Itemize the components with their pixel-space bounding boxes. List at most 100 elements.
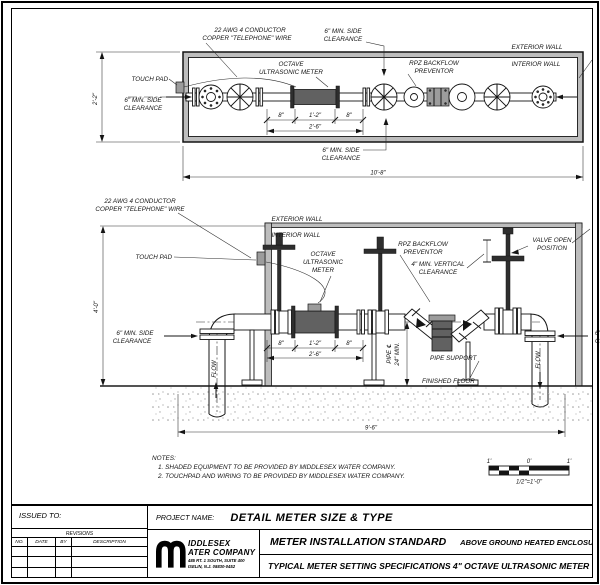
company-name-line1: IDDLESEX xyxy=(188,538,231,548)
svg-text:POSITION: POSITION xyxy=(537,245,568,252)
svg-text:COPPER "TELEPHONE" WIRE: COPPER "TELEPHONE" WIRE xyxy=(202,35,292,42)
svg-text:CLEARANCE: CLEARANCE xyxy=(322,155,361,162)
elev-gate-valve-1 xyxy=(262,232,296,335)
drawing-title: METER INSTALLATION STANDARD xyxy=(270,536,447,548)
plan-depth-dim: 2'-2" xyxy=(93,92,99,106)
col-description: DESCRIPTION xyxy=(93,540,126,545)
title-block-left: ISSUED TO: REVISIONS NO. DATE BY DESCRIP… xyxy=(12,506,148,577)
elev-telephone-wire xyxy=(265,261,326,304)
svg-text:CLEARANCE: CLEARANCE xyxy=(419,269,458,276)
plan-dim-meter: 1'-2" xyxy=(309,113,322,119)
scale-ratio: 1/2"=1'-0" xyxy=(516,480,543,486)
elev-dim-8-right: 8" xyxy=(346,341,352,347)
plan-exterior-wall-label: EXTERIOR WALL xyxy=(512,44,563,51)
issued-to-label: ISSUED TO: xyxy=(12,506,147,529)
plan-dim-total: 10'-8" xyxy=(370,171,386,177)
col-date: DATE xyxy=(28,538,56,546)
revision-row xyxy=(12,557,147,568)
scale-tick-mid: 0' xyxy=(527,459,532,465)
elev-touch-pad-label: TOUCH PAD xyxy=(135,254,172,261)
svg-text:PREVENTOR: PREVENTOR xyxy=(403,249,443,256)
elev-dim-8-left: 8" xyxy=(278,341,284,347)
scale-tick-right: 1' xyxy=(567,459,572,465)
elev-dim-meter-overall: 2'-6" xyxy=(308,352,322,358)
svg-text:ULTRASONIC METER: ULTRASONIC METER xyxy=(259,69,323,76)
plan-clearance-bottom: 6" MIN. SIDE xyxy=(322,147,360,154)
elev-concrete xyxy=(150,387,592,423)
drawing-spec-row: TYPICAL METER SETTING SPECIFICATIONS 4" … xyxy=(260,555,592,577)
plan-clearance-left: 6" MIN. SIDE xyxy=(124,97,162,104)
company-cell: IDDLESEX ATER COMPANY 485 RT. 1 SOUTH, S… xyxy=(148,530,260,577)
elev-height-dim: 4'-0" xyxy=(94,300,100,313)
revisions-header: REVISIONS xyxy=(12,529,147,538)
plan-telephone-wire xyxy=(183,77,297,88)
svg-text:PREVENTOR: PREVENTOR xyxy=(414,68,454,75)
note-1: 1. SHADED EQUIPMENT TO BE PROVIDED BY MI… xyxy=(158,464,395,471)
elev-pipe-supports xyxy=(241,329,479,386)
company-name-line2: ATER COMPANY xyxy=(188,547,256,557)
plan-valve-3 xyxy=(483,83,511,111)
drawing-title-row: METER INSTALLATION STANDARD ABOVE GROUND… xyxy=(260,530,592,555)
note-2: 2. TOUCHPAD AND WIRING TO BE PROVIDED BY… xyxy=(157,473,405,480)
sheet-inner-frame xyxy=(11,8,593,578)
plan-ultrasonic-meter xyxy=(290,85,340,109)
elev-flow-left: FLOW xyxy=(212,359,218,378)
plan-flange-left xyxy=(198,84,224,110)
drawing-subtitle: ABOVE GROUND HEATED ENCLOSURE xyxy=(460,537,592,547)
plan-touch-pad xyxy=(175,81,185,94)
revisions-column-headers: NO. DATE BY DESCRIPTION xyxy=(12,538,147,547)
elev-wire-label: 22 AWG 4 CONDUCTOR xyxy=(103,198,176,205)
col-no: NO. xyxy=(12,538,28,546)
elevation-view: FLOW FLOW 22 AWG 4 CONDUCTOR COPPER "TEL… xyxy=(94,198,600,437)
plan-rpz-label: RPZ BACKFLOW xyxy=(409,60,460,67)
plan-touch-pad-label: TOUCH PAD xyxy=(131,76,168,83)
elev-meter-label: OCTAVE xyxy=(310,251,336,258)
drawing-spec-title: TYPICAL METER SETTING SPECIFICATIONS 4" … xyxy=(268,561,590,571)
svg-text:CLEARANCE: CLEARANCE xyxy=(324,36,363,43)
company-address-line2: ISELIN, N.J. 08830-0452 xyxy=(188,563,236,569)
company-address-line1: 485 RT. 1 SOUTH, SUITE 400 xyxy=(188,557,245,563)
elev-rpz-label: RPZ BACKFLOW xyxy=(398,241,449,248)
elev-interior-wall-label: INTERIOR WALL xyxy=(272,232,321,239)
plan-dim-meter-overall: 2'-6" xyxy=(308,125,322,131)
project-name-label: PROJECT NAME: xyxy=(156,513,215,522)
svg-text:COPPER "TELEPHONE" WIRE: COPPER "TELEPHONE" WIRE xyxy=(95,206,185,213)
scale-bar: 1' 0' 1' 1/2"=1'-0" xyxy=(487,459,572,486)
elev-pipe-support-label: PIPE SUPPORT xyxy=(430,355,478,362)
plan-meter-label: OCTAVE xyxy=(278,61,304,68)
elev-rpz-backflow-preventor xyxy=(403,308,490,352)
project-name-row: PROJECT NAME: DETAIL METER SIZE & TYPE xyxy=(148,506,592,530)
company-logo xyxy=(156,540,186,568)
plan-interior-wall-label: INTERIOR WALL xyxy=(512,61,561,68)
plan-dim-8-right: 8" xyxy=(346,113,352,119)
elev-pipe-cl-dim: 24" MIN. xyxy=(395,342,401,366)
project-name-value: DETAIL METER SIZE & TYPE xyxy=(230,511,393,524)
notes-heading: NOTES: xyxy=(152,455,176,462)
plan-flange-right xyxy=(531,85,555,109)
svg-text:CLEARANCE: CLEARANCE xyxy=(113,338,152,345)
svg-text:ULTRASONIC: ULTRASONIC xyxy=(303,259,344,266)
plan-valve-2 xyxy=(370,83,398,111)
elev-vertical-clearance-label: 4" MIN. VERTICAL xyxy=(411,261,465,268)
elev-valve-open-label: VALVE OPEN xyxy=(532,237,572,244)
col-by: BY xyxy=(56,538,72,546)
elev-flow-right: FLOW xyxy=(536,350,542,369)
plan-rpz-backflow-preventor xyxy=(403,83,476,111)
title-block: ISSUED TO: REVISIONS NO. DATE BY DESCRIP… xyxy=(12,504,592,577)
plan-view: 22 AWG 4 CONDUCTOR COPPER "TELEPHONE" WI… xyxy=(93,27,593,181)
elev-gate-valve-2 xyxy=(363,236,397,335)
plan-clearance-top-right: 6" MIN. SIDE xyxy=(324,28,362,35)
svg-text:METER: METER xyxy=(312,267,334,274)
elev-touch-pad xyxy=(256,251,266,266)
drawing-area: 22 AWG 4 CONDUCTOR COPPER "TELEPHONE" WI… xyxy=(93,27,600,486)
elev-ultrasonic-meter xyxy=(291,303,339,339)
svg-text:PIPE ℄: PIPE ℄ xyxy=(386,344,393,363)
svg-text:CLEARANCE: CLEARANCE xyxy=(595,338,600,345)
elev-dim-total: 9'-6" xyxy=(365,426,378,432)
plan-wire-label: 22 AWG 4 CONDUCTOR xyxy=(213,27,286,34)
plan-dim-8-left: 8" xyxy=(278,113,284,119)
elev-dim-meter: 1'-2" xyxy=(309,341,322,347)
scale-tick-left: 1' xyxy=(487,459,492,465)
notes: NOTES: 1. SHADED EQUIPMENT TO BE PROVIDE… xyxy=(152,455,405,480)
